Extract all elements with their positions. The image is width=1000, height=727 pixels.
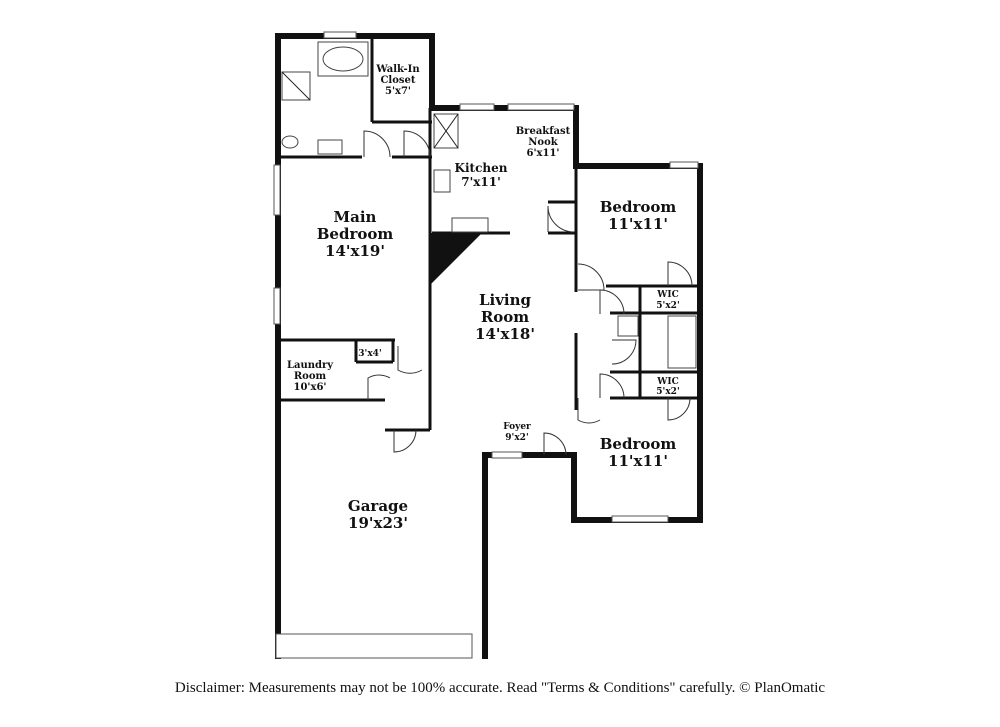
kitchen-name: Kitchen — [455, 161, 508, 175]
main-bedroom-name-line1: Main — [334, 208, 377, 226]
garage-dim: 19'x23' — [348, 514, 408, 532]
walk-in-closet-name-line2: Closet — [380, 75, 415, 86]
walk-in-closet-name-line1: Walk-In — [375, 64, 420, 75]
walk-in-closet-dim: 5'x7' — [385, 86, 411, 97]
bedroom-1-dim: 11'x11' — [608, 215, 668, 233]
living-room-dim: 14'x18' — [475, 325, 535, 343]
wic-1-name: WIC — [656, 290, 678, 300]
breakfast-nook-dim: 6'x11' — [527, 148, 560, 159]
garage-name: Garage — [348, 497, 408, 515]
bedroom-2-name: Bedroom — [600, 435, 677, 453]
fixtures — [281, 41, 697, 369]
breakfast-nook-name-line2: Nook — [528, 137, 558, 148]
laundry-room-name-line1: Laundry — [287, 360, 334, 371]
main-bedroom-dim: 14'x19' — [325, 242, 385, 260]
kitchen-dim: 7'x11' — [461, 175, 501, 189]
disclaimer-text: Disclaimer: Measurements may not be 100%… — [174, 680, 826, 696]
closet-small-dim: 3'x4' — [358, 349, 381, 359]
wic-1-dim: 5'x2' — [656, 301, 679, 311]
wic-2-name: WIC — [656, 377, 678, 387]
main-bedroom-name-line2: Bedroom — [317, 225, 394, 243]
room-labels: Walk-In Closet 5'x7' Breakfast Nook 6'x1… — [287, 64, 680, 532]
exterior-walls — [275, 33, 703, 659]
bedroom-1-name: Bedroom — [600, 198, 677, 216]
foyer-dim: 9'x2' — [505, 433, 528, 443]
wic-2-dim: 5'x2' — [656, 387, 679, 397]
laundry-room-dim: 10'x6' — [294, 382, 327, 393]
windows — [273, 31, 699, 659]
living-room-name-line1: Living — [479, 291, 532, 309]
laundry-room-name-line2: Room — [294, 371, 327, 382]
bedroom-2-dim: 11'x11' — [608, 452, 668, 470]
breakfast-nook-name-line1: Breakfast — [516, 126, 571, 137]
living-room-name-line2: Room — [481, 308, 529, 326]
foyer-name: Foyer — [503, 422, 531, 432]
doors — [363, 130, 693, 456]
interior-walls — [278, 38, 700, 432]
